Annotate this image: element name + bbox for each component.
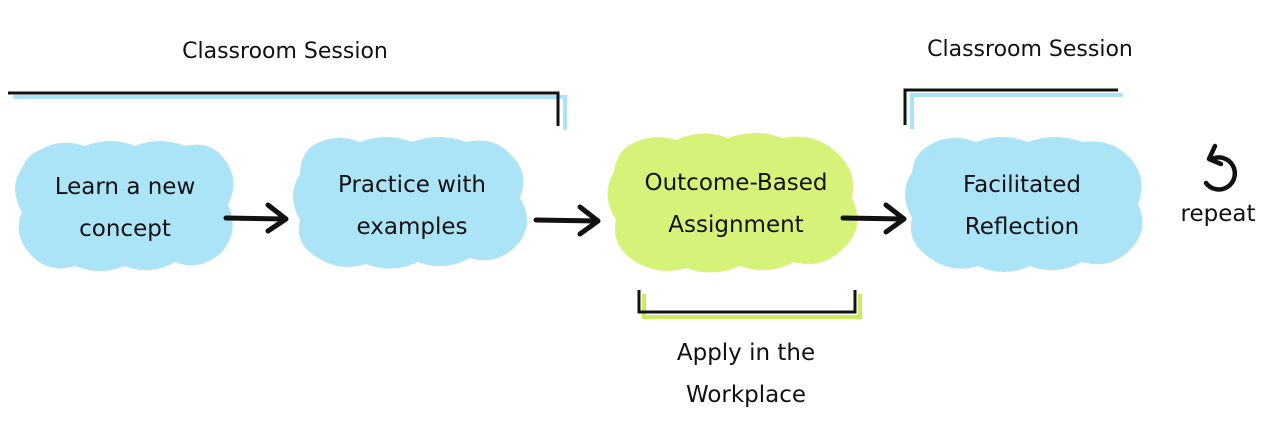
node-learn-concept: Learn a new concept	[20, 166, 230, 250]
cloud-learn-concept	[15, 141, 234, 271]
repeat-label: repeat	[1180, 201, 1256, 227]
arrow-2	[533, 204, 601, 237]
classroom-session-label-1: Classroom Session	[182, 39, 388, 64]
cloud-outcome-assignment	[607, 133, 858, 273]
node-practice-examples-line2: examples	[356, 214, 468, 240]
node-outcome-assignment-line1: Outcome-Based	[644, 170, 828, 196]
apply-workplace-line2: Workplace	[685, 382, 807, 408]
node-facilitated-reflection: Facilitated Reflection	[912, 164, 1132, 248]
arrow-3	[840, 202, 907, 235]
arrow-1	[223, 202, 289, 234]
session-bracket-2	[903, 88, 1123, 129]
node-outcome-assignment-line2: Assignment	[668, 212, 804, 238]
apply-workplace-line1: Apply in the	[676, 340, 816, 366]
session-bracket-1	[8, 91, 567, 130]
cloud-facilitated-reflection	[905, 137, 1143, 272]
repeat-arrow-icon	[1203, 143, 1238, 192]
node-facilitated-reflection-line2: Reflection	[964, 214, 1080, 240]
node-facilitated-reflection-line1: Facilitated	[963, 172, 1081, 198]
node-learn-concept-line1: Learn a new	[54, 174, 196, 200]
node-practice-examples: Practice with examples	[302, 164, 522, 248]
node-learn-concept-line2: concept	[79, 216, 171, 242]
workplace-bracket	[637, 290, 862, 319]
node-outcome-assignment: Outcome-Based Assignment	[616, 162, 856, 246]
node-practice-examples-line1: Practice with	[338, 172, 486, 198]
apply-workplace-label: Apply in the Workplace	[636, 332, 856, 416]
cloud-practice-examples	[293, 137, 528, 269]
classroom-session-label-2: Classroom Session	[927, 37, 1133, 62]
